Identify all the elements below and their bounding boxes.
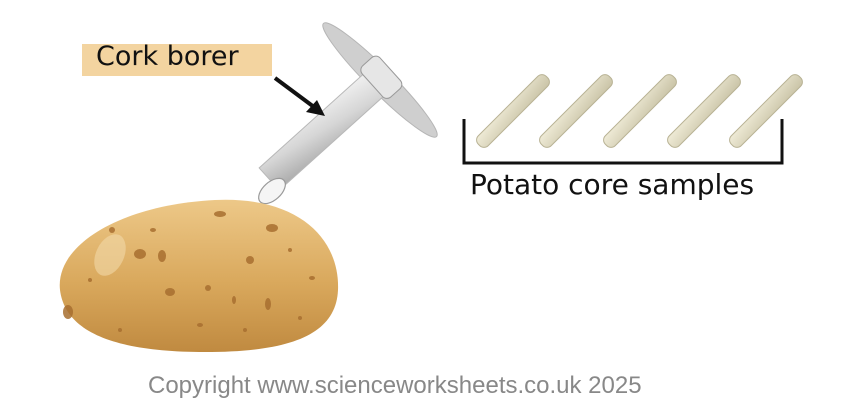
arrow-icon [273, 76, 325, 116]
core-sample [729, 74, 803, 148]
cork-borer-label: Cork borer [96, 41, 239, 72]
core-sample [603, 74, 677, 148]
copyright-text: Copyright www.scienceworksheets.co.uk 20… [148, 372, 642, 399]
borer-collar [360, 55, 403, 99]
samples-bracket [462, 119, 784, 165]
borer-tube [258, 66, 392, 191]
core-sample [476, 74, 550, 148]
core-sample [539, 74, 613, 148]
core-sample [667, 74, 741, 148]
cork-borer-label-background [82, 44, 272, 76]
potato [59, 199, 339, 352]
cork-borer [258, 22, 438, 205]
borer-opening [258, 177, 286, 205]
core-samples [476, 74, 803, 148]
samples-caption: Potato core samples [470, 168, 755, 201]
